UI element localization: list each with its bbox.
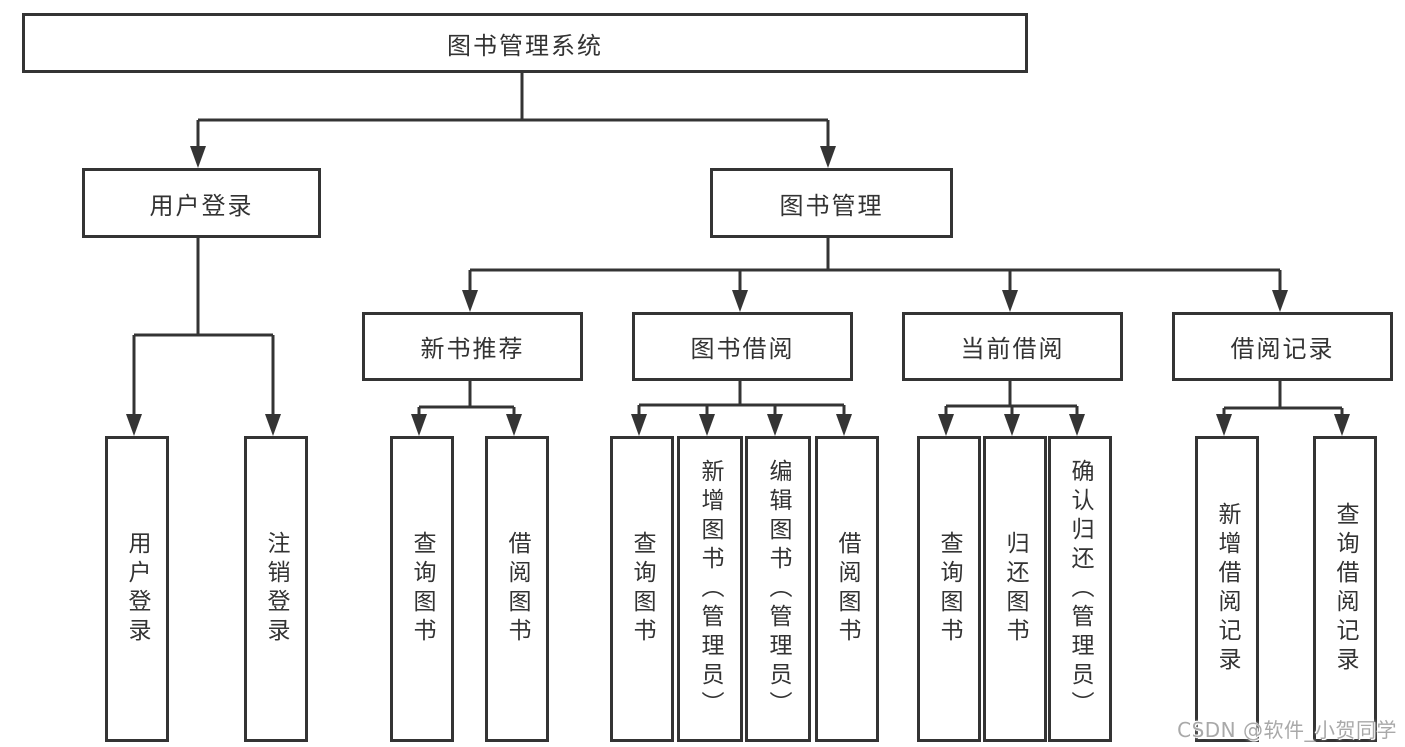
leaf-add-borrow-record: 新增借阅记录 [1195,436,1259,742]
node-label: 查询图书 [936,531,962,647]
node-label: 注销登录 [263,531,289,647]
node-current-borrowing: 当前借阅 [902,312,1123,381]
node-label: 查询图书 [629,531,655,647]
arrow-down-icon [1004,414,1020,436]
connector-borrowing-records-to-leaves [1222,374,1344,420]
leaf-edit-book-admin: 编辑图书（管理员） [745,436,811,742]
arrow-down-icon [1002,290,1018,312]
node-book-management: 图书管理 [710,168,953,238]
connector-current-borrowing-to-leaves [944,374,1079,420]
arrow-down-icon [732,290,748,312]
arrow-down-icon [265,414,281,436]
node-label: 新增借阅记录 [1214,502,1240,676]
node-label: 新增图书（管理员） [697,458,723,720]
node-label: 图书借阅 [690,335,795,363]
leaf-borrow-books-borrowing: 借阅图书 [815,436,879,742]
arrow-down-icon [836,414,852,436]
arrow-down-icon [631,414,647,436]
arrow-down-icon [1272,290,1288,312]
node-label: 确认归还（管理员） [1067,458,1093,720]
node-label: 用户登录 [124,531,150,647]
leaf-query-borrow-record: 查询借阅记录 [1313,436,1377,742]
node-book-borrowing: 图书借阅 [632,312,853,381]
connector-user-login-to-leaves [132,231,275,420]
arrowheads [126,146,1350,436]
node-label: 查询借阅记录 [1332,502,1358,676]
leaf-logout: 注销登录 [244,436,308,742]
node-user-login: 用户登录 [82,168,321,238]
leaf-user-login: 用户登录 [105,436,169,742]
arrow-down-icon [1069,414,1085,436]
leaf-query-books-recommend: 查询图书 [390,436,454,742]
node-label: 用户登录 [149,191,254,220]
node-borrowing-records: 借阅记录 [1172,312,1393,381]
arrow-down-icon [506,414,522,436]
arrow-down-icon [126,414,142,436]
arrow-down-icon [1216,414,1232,436]
arrow-down-icon [767,414,783,436]
arrow-down-icon [462,290,478,312]
arrow-down-icon [411,414,427,436]
arrow-down-icon [190,146,206,168]
arrow-down-icon [699,414,715,436]
leaf-confirm-return-admin: 确认归还（管理员） [1048,436,1112,742]
node-library-management-system: 图书管理系统 [22,13,1028,73]
arrow-down-icon [820,146,836,168]
csdn-watermark: CSDN @软件_小贺同学 [1177,718,1397,742]
connector-book-mgmt-to-level3 [468,231,1282,295]
node-label: 当前借阅 [960,335,1065,363]
connector-new-book-recommend-to-leaves [417,374,516,420]
leaf-query-books-current: 查询图书 [917,436,981,742]
node-label: 编辑图书（管理员） [765,458,791,720]
node-label: 归还图书 [1002,531,1028,647]
connector-book-borrowing-to-leaves [637,374,846,420]
leaf-add-book-admin: 新增图书（管理员） [677,436,743,742]
node-label: 借阅图书 [504,531,530,647]
node-label: 借阅图书 [834,531,860,647]
node-label: 查询图书 [409,531,435,647]
arrow-down-icon [1334,414,1350,436]
node-label: 图书管理系统 [447,31,603,60]
leaf-borrow-books-recommend: 借阅图书 [485,436,549,742]
node-label: 新书推荐 [420,335,525,363]
arrow-down-icon [938,414,954,436]
node-label: 借阅记录 [1230,335,1335,363]
leaf-query-books-borrowing: 查询图书 [610,436,674,742]
connector-root-to-level2 [196,66,830,150]
leaf-return-books: 归还图书 [983,436,1047,742]
node-label: 图书管理 [779,191,884,220]
node-new-book-recommendation: 新书推荐 [362,312,583,381]
